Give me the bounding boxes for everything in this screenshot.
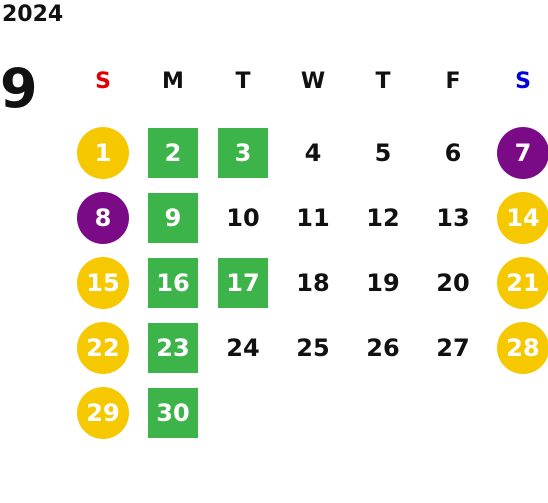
- day-number-yellow-circle: 14: [497, 191, 548, 244]
- weekday-label: T: [375, 69, 391, 94]
- day-number-yellow-circle: 28: [497, 321, 548, 374]
- day-cell[interactable]: 5: [348, 120, 418, 185]
- weekday-label: F: [445, 69, 461, 94]
- day-number: 18: [296, 268, 330, 297]
- day-cell[interactable]: 22: [68, 315, 138, 380]
- day-number-green-square: 3: [218, 127, 268, 178]
- day-cell[interactable]: 29: [68, 380, 138, 445]
- day-cell[interactable]: 20: [418, 250, 488, 315]
- day-cell[interactable]: 25: [278, 315, 348, 380]
- month-number: 9: [0, 57, 38, 120]
- day-number: 4: [304, 138, 322, 167]
- day-cell[interactable]: 15: [68, 250, 138, 315]
- day-number: 12: [366, 203, 400, 232]
- day-number-yellow-circle: 15: [77, 256, 129, 309]
- day-number-green-square: 9: [148, 192, 198, 243]
- day-cell[interactable]: 12: [348, 185, 418, 250]
- day-number: 20: [436, 268, 470, 297]
- weekday-label: M: [162, 69, 184, 94]
- day-cell[interactable]: 8: [68, 185, 138, 250]
- day-number-yellow-circle: 21: [497, 256, 548, 309]
- day-cell[interactable]: 2: [138, 120, 208, 185]
- day-cell[interactable]: 19: [348, 250, 418, 315]
- year-label: 2024: [2, 2, 64, 27]
- day-number: 27: [436, 333, 470, 362]
- weekday-label: W: [300, 69, 326, 94]
- day-number: 5: [374, 138, 392, 167]
- day-number: 6: [444, 138, 462, 167]
- day-number-green-square: 23: [148, 322, 198, 373]
- day-cell[interactable]: 28: [488, 315, 548, 380]
- day-cell[interactable]: 24: [208, 315, 278, 380]
- day-number: 24: [226, 333, 260, 362]
- day-number: 10: [226, 203, 260, 232]
- day-number-yellow-circle: 1: [77, 126, 129, 179]
- day-cell[interactable]: 26: [348, 315, 418, 380]
- day-cell[interactable]: 1: [68, 120, 138, 185]
- day-cell[interactable]: 11: [278, 185, 348, 250]
- weekday-label: S: [515, 69, 531, 94]
- weekday-label: S: [95, 69, 111, 94]
- day-number-yellow-circle: 22: [77, 321, 129, 374]
- day-number-purple-circle: 8: [77, 191, 129, 244]
- day-number: 26: [366, 333, 400, 362]
- day-cell[interactable]: 3: [208, 120, 278, 185]
- day-number-green-square: 16: [148, 257, 198, 308]
- day-cell[interactable]: 10: [208, 185, 278, 250]
- day-cell[interactable]: 7: [488, 120, 548, 185]
- day-number-yellow-circle: 29: [77, 386, 129, 439]
- day-number-green-square: 17: [218, 257, 268, 308]
- day-cell[interactable]: 23: [138, 315, 208, 380]
- day-cell[interactable]: 17: [208, 250, 278, 315]
- day-number: 19: [366, 268, 400, 297]
- day-cell[interactable]: 27: [418, 315, 488, 380]
- day-cell[interactable]: 9: [138, 185, 208, 250]
- day-cell[interactable]: 6: [418, 120, 488, 185]
- day-number: 25: [296, 333, 330, 362]
- day-cell[interactable]: 16: [138, 250, 208, 315]
- day-cell[interactable]: 13: [418, 185, 488, 250]
- day-number-purple-circle: 7: [497, 126, 548, 179]
- weekday-label: T: [235, 69, 251, 94]
- day-cell[interactable]: 4: [278, 120, 348, 185]
- day-number-green-square: 30: [148, 387, 198, 438]
- day-cell[interactable]: 30: [138, 380, 208, 445]
- day-number-green-square: 2: [148, 127, 198, 178]
- day-number: 11: [296, 203, 330, 232]
- day-cell[interactable]: 21: [488, 250, 548, 315]
- day-cell[interactable]: 14: [488, 185, 548, 250]
- day-cell[interactable]: 18: [278, 250, 348, 315]
- day-number: 13: [436, 203, 470, 232]
